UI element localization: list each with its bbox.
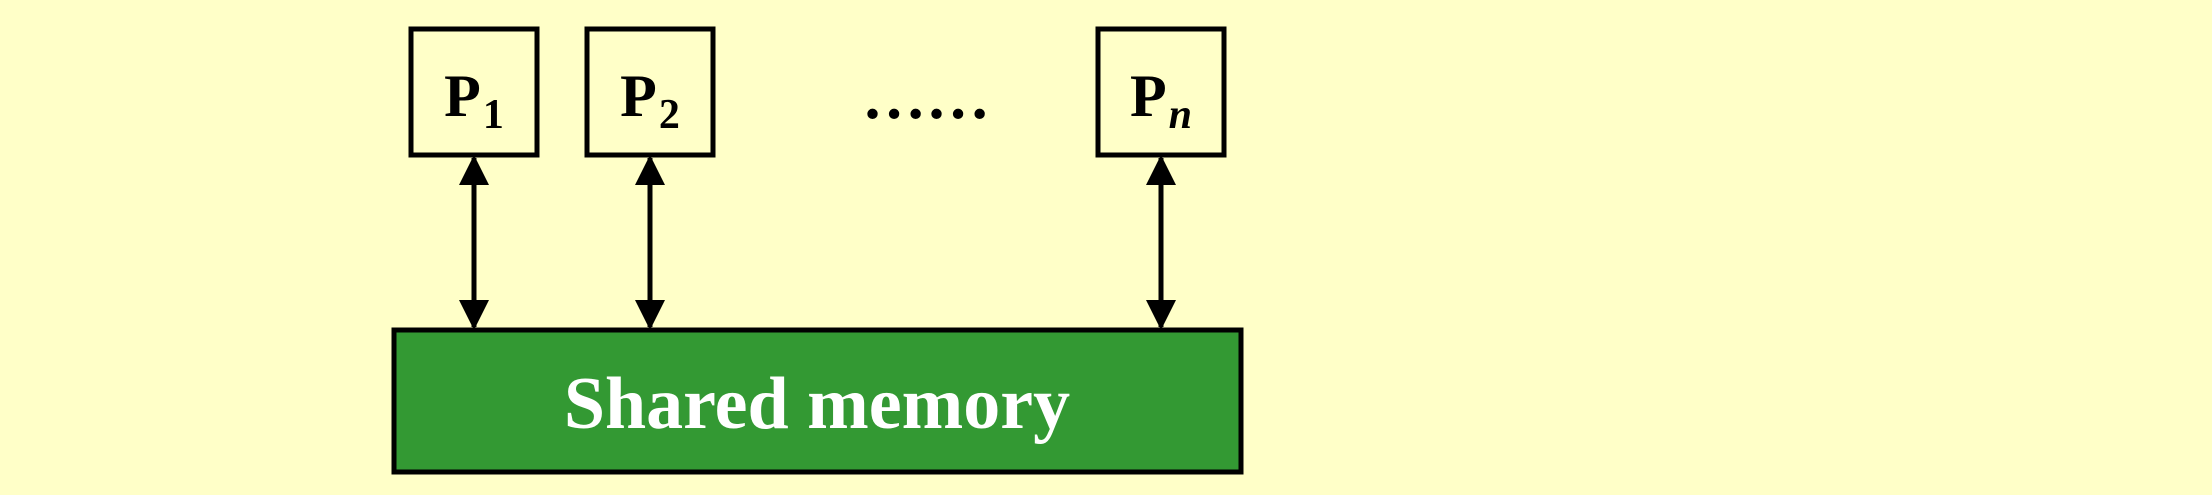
processor-ellipsis: …… [862,61,990,132]
shared-memory-label: Shared memory [564,363,1070,445]
processor-p2-main: P [620,63,657,129]
processor-p1-main: P [444,63,481,129]
svg-text:Pn: Pn [1130,63,1192,138]
processor-box-p1: P1 [408,26,540,158]
processor-box-pn: Pn [1095,26,1227,158]
processor-p2-subscript: 2 [659,92,680,138]
svg-text:P1: P1 [444,63,504,138]
shared-memory-box: Shared memory [391,327,1244,475]
processor-pn-main: P [1130,63,1167,129]
processor-p1-subscript: 1 [483,92,504,138]
svg-text:P2: P2 [620,63,680,138]
processor-box-p2: P2 [584,26,716,158]
processor-pn-subscript: n [1169,92,1192,138]
